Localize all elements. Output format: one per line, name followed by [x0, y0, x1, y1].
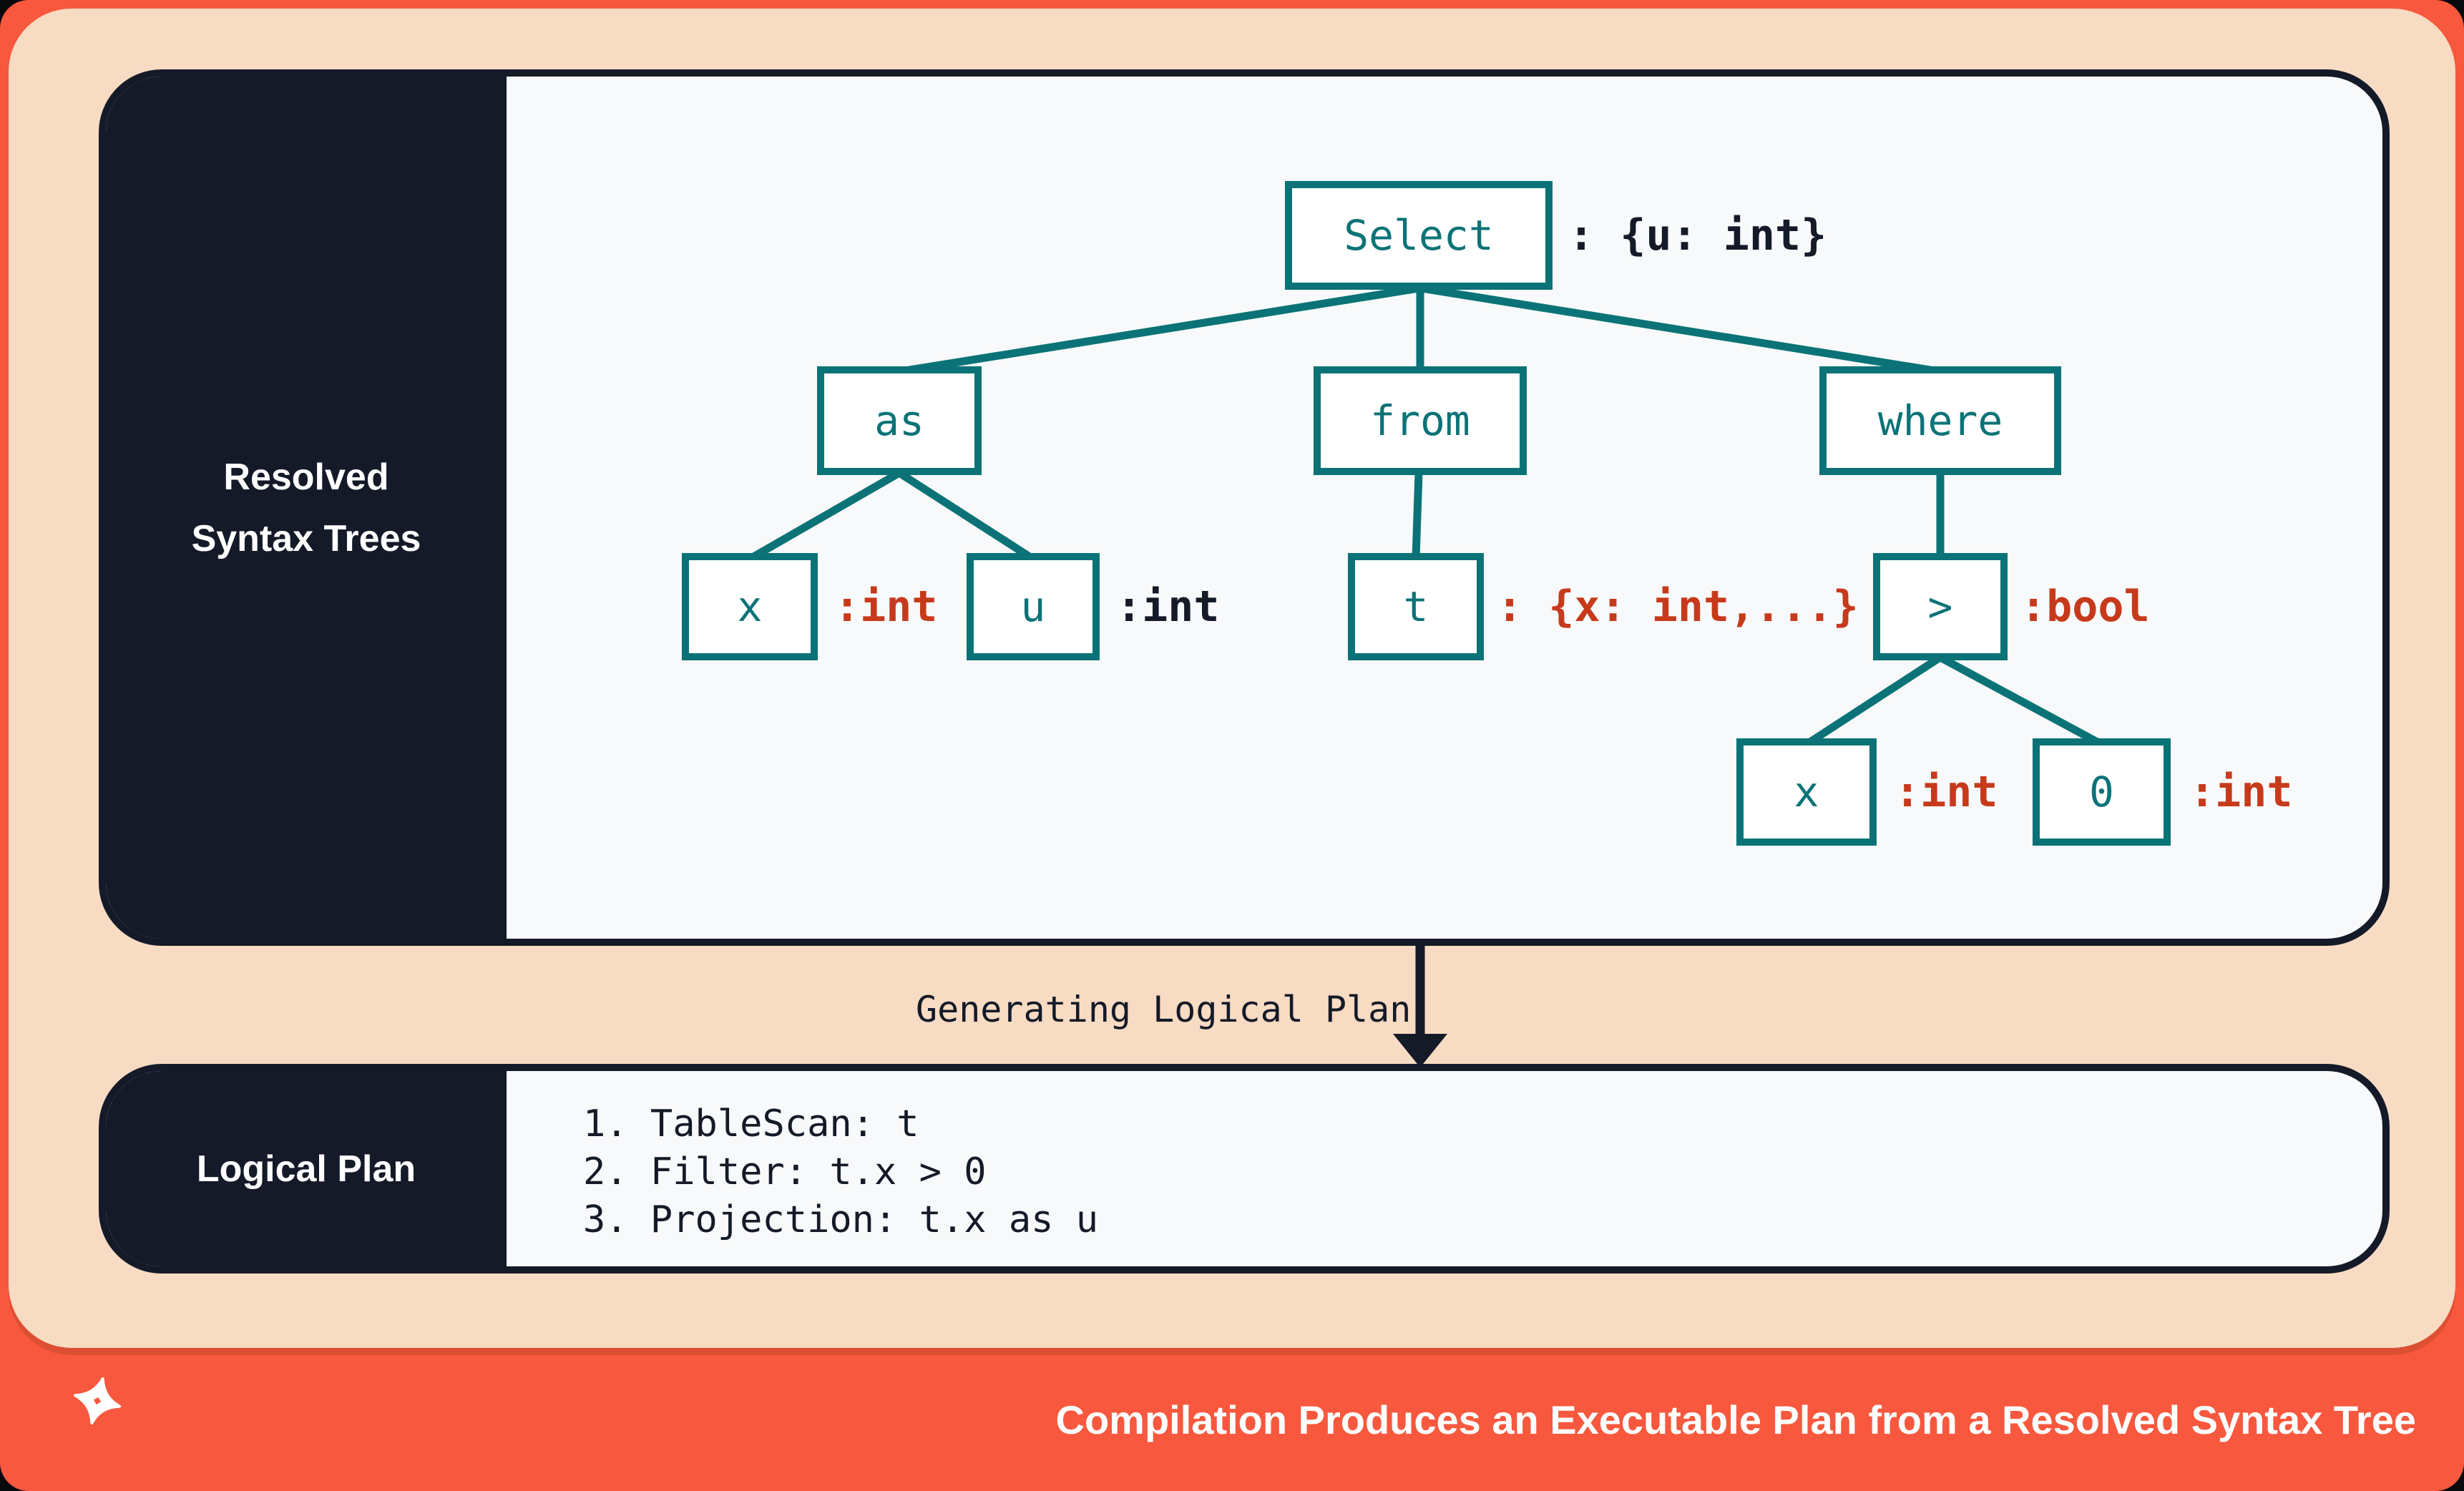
- type-annotation-u: :int: [1116, 582, 1220, 632]
- node-t-under-from: t: [1348, 553, 1484, 660]
- lp-side-column: Logical Plan: [106, 1071, 507, 1266]
- brand-logo-icon: [73, 1377, 122, 1425]
- type-annotation-select: : {u: int}: [1568, 210, 1827, 260]
- type-annotation-x2: :int: [1895, 767, 1998, 817]
- node-label: 0: [2089, 768, 2114, 816]
- type-annotation-t: : {x: int,...}: [1497, 582, 1859, 632]
- node-x-under-as: x: [682, 553, 818, 660]
- footer-title: Compilation Produces an Executable Plan …: [1055, 1397, 2416, 1442]
- lp-panel-label: Logical Plan: [196, 1148, 416, 1190]
- transition-label: Generating Logical Plan: [916, 989, 1412, 1030]
- logical-plan-steps: 1. TableScan: t 2. Filter: t.x > 0 3. Proj…: [583, 1100, 1098, 1244]
- type-annotation-zero: :int: [2189, 767, 2293, 817]
- node-x-under-gt: x: [1736, 738, 1877, 846]
- plan-step: 3. Projection: t.x as u: [583, 1198, 1099, 1241]
- logical-plan-panel: Logical Plan 1. TableScan: t 2. Filter: t…: [99, 1064, 2390, 1274]
- rst-panel-label: Resolved Syntax Trees: [192, 446, 421, 569]
- node-label: from: [1370, 396, 1470, 445]
- node-label: >: [1927, 582, 1953, 631]
- rst-panel-label-line2: Syntax Trees: [191, 517, 421, 559]
- rst-side-column: Resolved Syntax Trees: [106, 77, 507, 939]
- node-where: where: [1819, 366, 2061, 475]
- node-greater-than-under-where: >: [1873, 553, 2008, 660]
- node-label: x: [737, 582, 763, 631]
- node-as: as: [817, 366, 982, 475]
- node-label: as: [874, 396, 924, 445]
- type-annotation-greater-than: :bool: [2020, 582, 2150, 632]
- node-label: where: [1877, 396, 2003, 445]
- plan-step: 1. TableScan: t: [583, 1103, 919, 1145]
- node-label: t: [1403, 582, 1429, 631]
- node-u-under-as: u: [967, 553, 1100, 660]
- node-label: u: [1020, 582, 1046, 631]
- rst-panel-label-line1: Resolved: [223, 456, 389, 498]
- node-select: Select: [1285, 181, 1553, 290]
- node-label: x: [1794, 768, 1819, 816]
- node-from: from: [1314, 366, 1527, 475]
- resolved-syntax-trees-panel: Resolved Syntax Trees: [99, 69, 2390, 946]
- node-zero-under-gt: 0: [2033, 738, 2171, 846]
- node-label: Select: [1344, 211, 1494, 260]
- type-annotation-x: :int: [834, 582, 938, 632]
- plan-step: 2. Filter: t.x > 0: [583, 1150, 987, 1193]
